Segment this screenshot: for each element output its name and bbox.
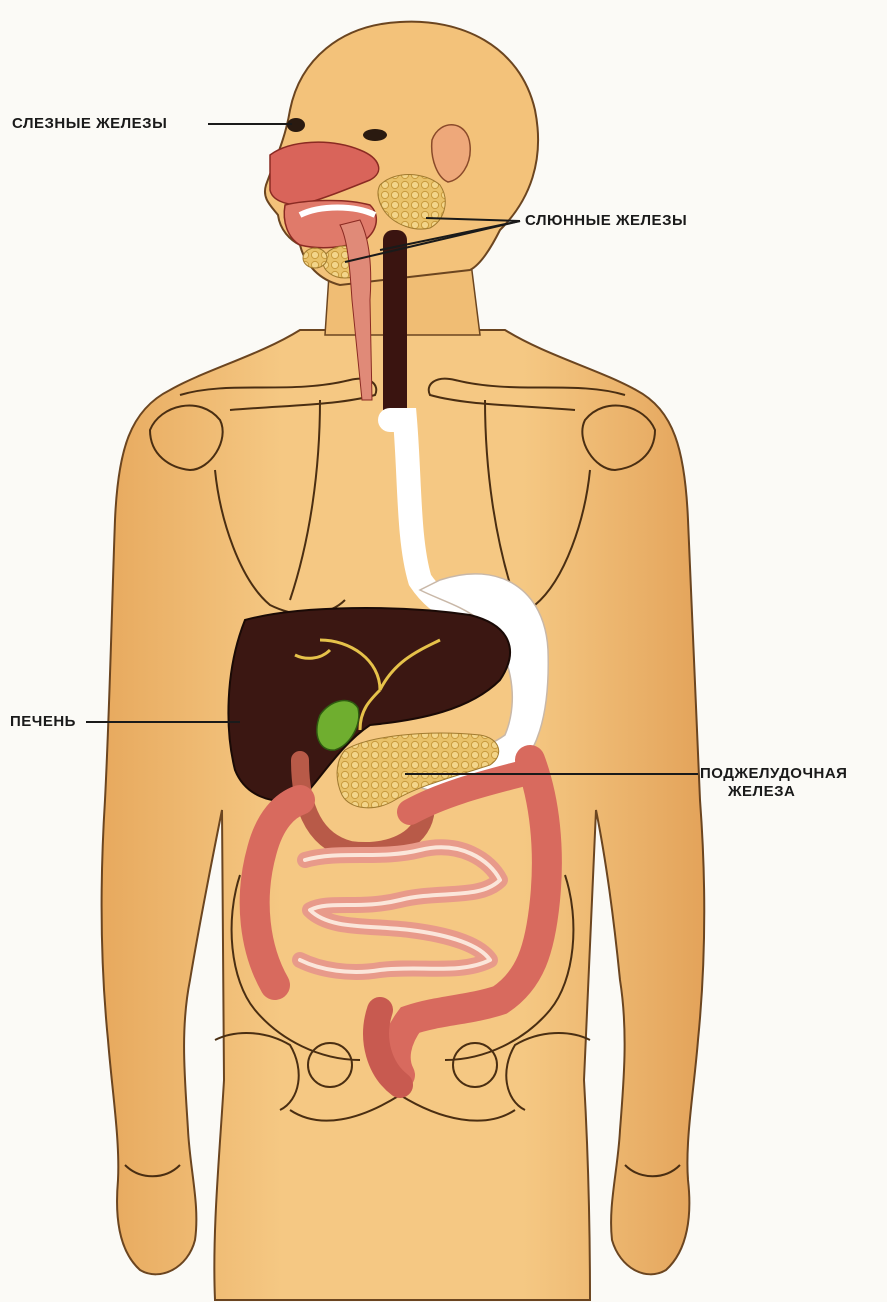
- pancreas-label-line2: ЖЕЛЕЗА: [700, 783, 847, 801]
- pancreas-label: ПОДЖЕЛУДОЧНАЯ ЖЕЛЕЗА: [700, 765, 847, 801]
- liver-label: ПЕЧЕНЬ: [10, 713, 76, 731]
- pancreas-label-line1: ПОДЖЕЛУДОЧНАЯ: [700, 765, 847, 783]
- salivary-glands-label: СЛЮННЫЕ ЖЕЛЕЗЫ: [525, 212, 687, 230]
- tear-glands-label: СЛЕЗНЫЕ ЖЕЛЕЗЫ: [12, 115, 167, 133]
